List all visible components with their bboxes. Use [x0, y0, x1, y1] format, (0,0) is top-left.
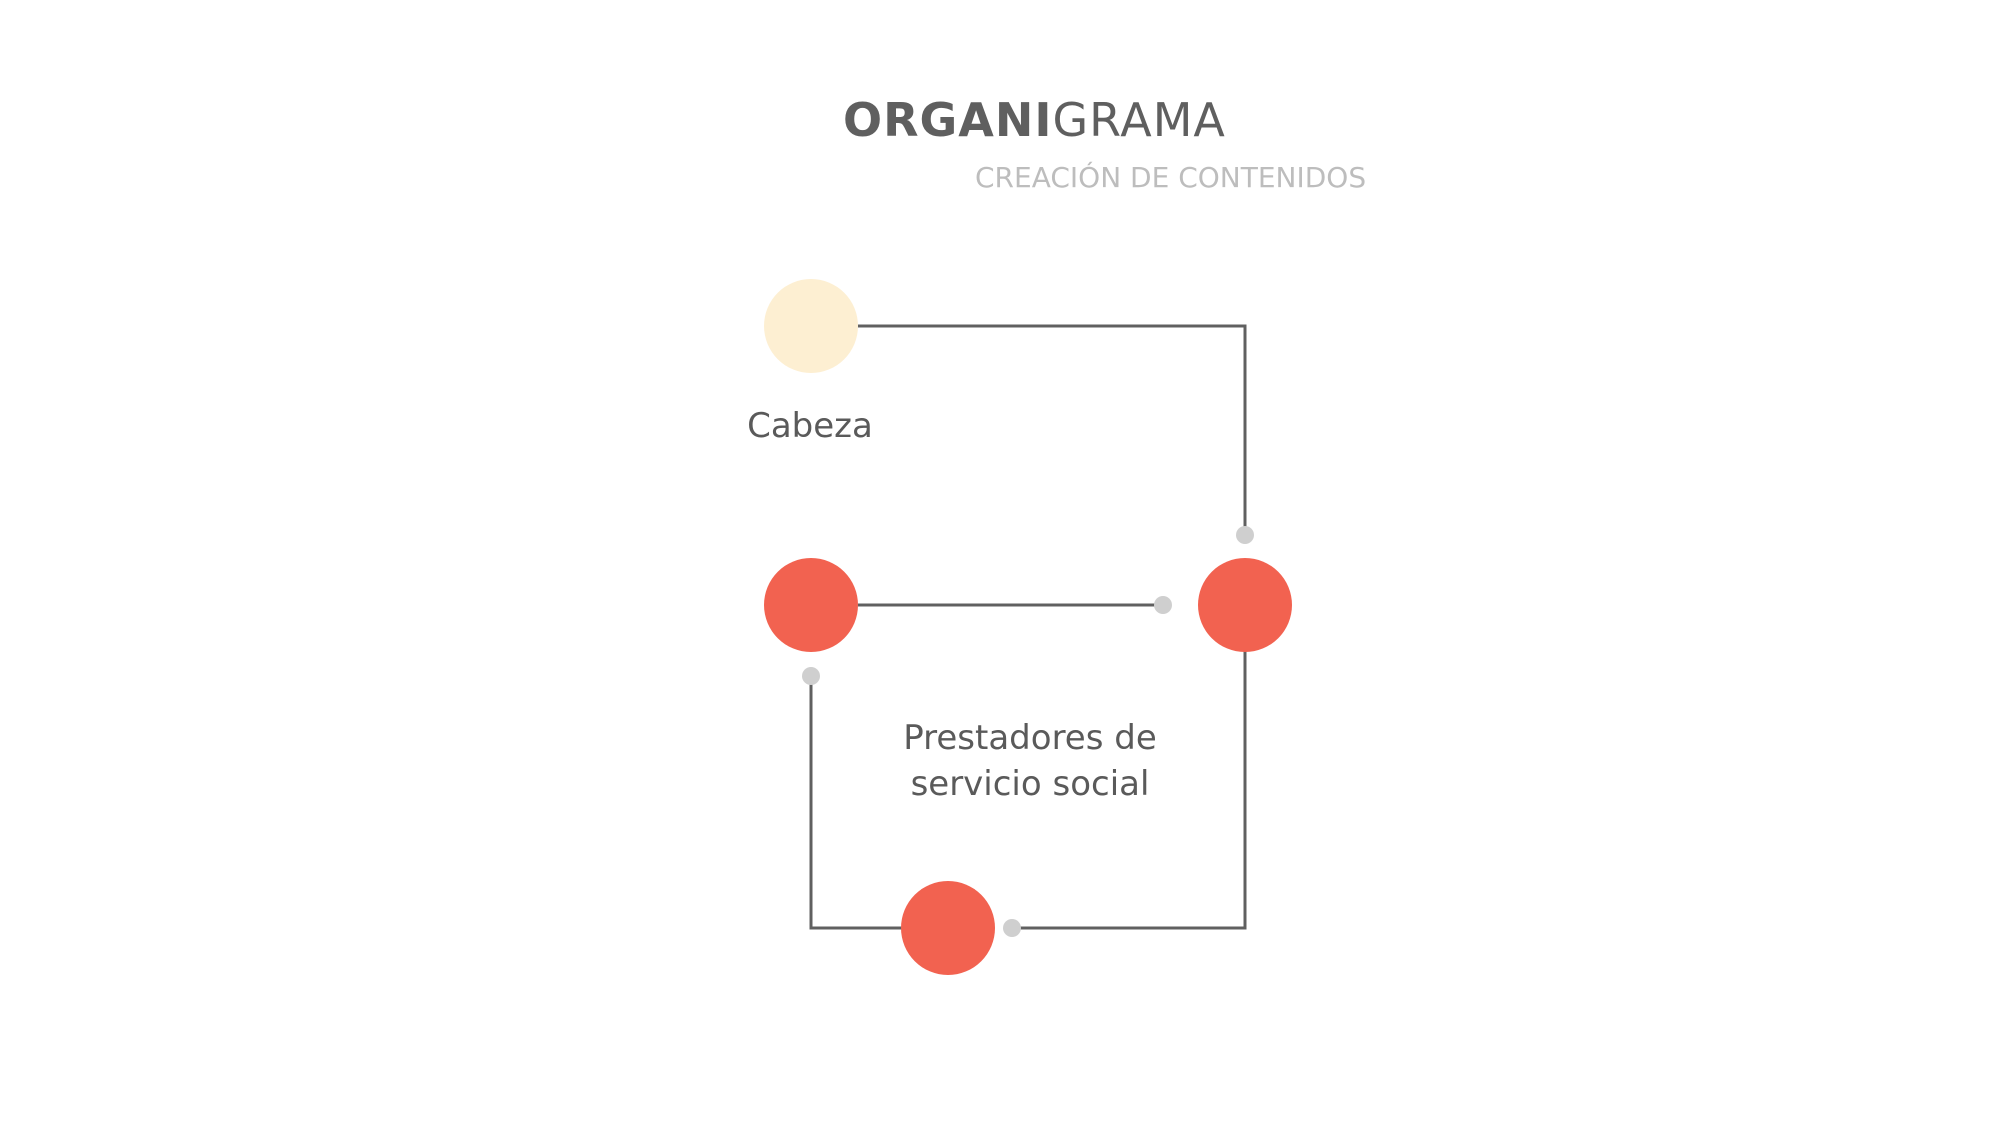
title-light-part: GRAMA — [1052, 93, 1226, 147]
connector-dot — [1154, 596, 1172, 614]
connector-head-to-right — [858, 324, 1247, 535]
member-node-left — [764, 558, 858, 652]
connector-dot — [802, 667, 820, 685]
page-subtitle: CREACIÓN DE CONTENIDOS — [975, 161, 1367, 194]
connector-bottom-to-left — [809, 676, 902, 930]
head-label: Cabeza — [747, 406, 873, 446]
head-node — [764, 279, 858, 373]
member-node-bottom — [901, 881, 995, 975]
group-label: Prestadores de servicio social — [903, 718, 1157, 804]
connector-right-to-bottom — [1012, 651, 1247, 930]
page-title: ORGANIGRAMA — [843, 90, 1226, 150]
title-bold-part: ORGANI — [843, 93, 1053, 147]
connector-dot — [1003, 919, 1021, 937]
member-node-right — [1198, 558, 1292, 652]
connector-dot — [1236, 526, 1254, 544]
